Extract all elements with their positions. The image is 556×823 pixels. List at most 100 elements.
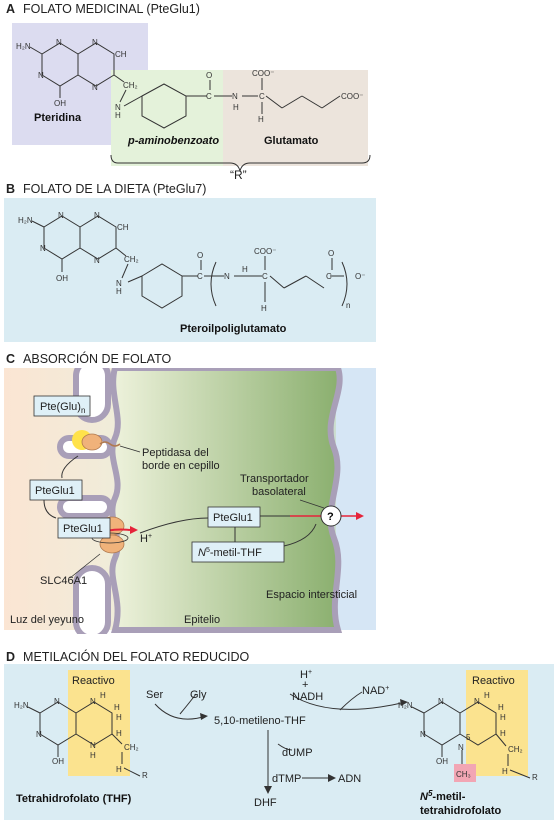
carbonyl-o-label: O: [328, 249, 334, 258]
nh-h-label: H: [502, 767, 508, 776]
nad-label: NAD+: [362, 685, 389, 697]
hplus-label: H+: [300, 669, 312, 681]
ch2-label: CH₂: [124, 743, 139, 752]
ring-h-label: H: [500, 729, 506, 738]
nh-h-label: H: [242, 265, 248, 274]
arrow-head: [264, 786, 272, 794]
ring-h-label: H: [116, 713, 122, 722]
n5-metil-label: N5-metil-: [420, 789, 466, 803]
reactive-region-thf: [68, 670, 130, 776]
n5-atom-label: N: [90, 741, 96, 750]
ring-n-label: N: [94, 256, 100, 265]
reactive-region-n5-methyl: [466, 670, 528, 776]
ring-n-label: N: [40, 244, 46, 253]
alpha-h-label: H: [261, 304, 267, 313]
medicinal-folate-structure: H₂N N N CH N N OH CH₂ Pteridina N H C O …: [12, 23, 371, 172]
ring-h-label: H: [484, 691, 490, 700]
ring-h-label: H: [500, 713, 506, 722]
alpha-h-label: H: [258, 115, 264, 124]
question-mark: ?: [327, 511, 334, 523]
pteglu1-box-membrane: [57, 517, 111, 539]
unknown-transporter-icon: [320, 505, 342, 527]
carboxylate-label: COO⁻: [341, 92, 363, 101]
ring-n-label: N: [58, 211, 64, 220]
arrow-head: [356, 512, 364, 520]
hplus-h: H: [140, 533, 148, 545]
hydroxyl-label: OH: [54, 99, 66, 108]
peptidase-pointer: [119, 445, 141, 453]
r-group-label: R: [532, 773, 538, 782]
section-b-title: B FOLATO DE LA DIETA (PteGlu7): [6, 182, 206, 196]
dietary-folate-structure: H₂N N N CH N N OH CH₂ N H C O N H C COO⁻…: [4, 198, 376, 342]
epithelial-cell: [109, 368, 343, 633]
hydroxyl-label: OH: [56, 274, 68, 283]
position-5-label: 5: [466, 733, 471, 742]
dtmp-label: dTMP: [272, 773, 301, 785]
basolateral-label: basolateral: [252, 486, 306, 498]
r-group-label: “R”: [230, 168, 247, 182]
r-group-brace: [110, 154, 371, 172]
section-d-title: D METILACIÓN DEL FOLATO REDUCIDO: [6, 650, 249, 664]
arrow-head: [130, 526, 138, 534]
glutamato-label: Glutamato: [264, 135, 319, 147]
thf-ring-bonds: [27, 701, 141, 777]
slc-pointer: [69, 553, 101, 579]
carbonyl-o-label: O: [197, 251, 203, 260]
nh-h-label: H: [116, 287, 122, 296]
peptidasa-label-2: borde en cepillo: [142, 460, 220, 472]
pteglu1-box-cytosol: [207, 506, 261, 528]
hplus-sup: +: [308, 669, 312, 676]
ch2-label: CH₂: [124, 255, 139, 264]
carbonyl-o-label: O: [206, 71, 212, 80]
methyl-label: CH₃: [456, 770, 471, 779]
ch2-label: CH₂: [123, 81, 138, 90]
folate-absorption-diagram: ? Pte(Glu)n PteGlu1 PteGlu1 PteGlu1 N5-m…: [4, 368, 376, 634]
nh-label: N: [224, 272, 230, 281]
peptidase-enzyme: [72, 430, 121, 451]
metileno-thf-label: 5,10-metileno-THF: [214, 715, 306, 727]
n5-atom-label: N: [458, 743, 464, 752]
flow-arrows: [43, 455, 317, 547]
amine-label: H₂N: [18, 216, 33, 225]
ring-h-label: H: [116, 729, 122, 738]
slc46a1-label: SLC46A1: [40, 575, 87, 587]
pteroilpoliglutamato-label: Pteroilpoliglutamato: [180, 323, 287, 335]
ring-n-label: N: [474, 697, 480, 706]
thf-name-label: Tetrahidrofolato (THF): [16, 793, 132, 805]
ring-n-label: N: [90, 697, 96, 706]
nh-label: N: [115, 103, 121, 112]
nad-text: NAD: [362, 685, 385, 697]
reactivo-label: Reactivo: [472, 675, 515, 687]
section-letter: D: [6, 650, 16, 664]
ch-label: CH: [115, 50, 127, 59]
gly-label: Gly: [190, 689, 207, 701]
tetrahidrofolato-label: tetrahidrofolato: [420, 805, 502, 817]
ring-h-label: H: [100, 691, 106, 700]
pte-glu-n-text: Pte(Glu): [40, 401, 81, 413]
pte-glu-n-box: [33, 395, 91, 417]
pteridine-ring-bonds: [31, 215, 348, 309]
ring-n-label: N: [56, 38, 62, 47]
transportador-label: Transportador: [240, 473, 309, 485]
n5-sup: 5: [428, 789, 433, 798]
n5-methyl-thf-ring-bonds: [411, 701, 531, 779]
folate-methylation-diagram: Reactivo H₂N N N H H H N N H H OH CH₂ H …: [4, 664, 554, 820]
n5-n: N: [420, 791, 429, 803]
repeat-n-label: n: [346, 301, 350, 310]
paba-text: p-aminobenzoato: [127, 135, 219, 147]
alpha-c-label: C: [259, 92, 265, 101]
n5-sup: 5: [206, 547, 210, 554]
section-letter: B: [6, 182, 16, 196]
nadh-label: NADH: [292, 691, 323, 703]
n5-metil-thf-box: [191, 541, 285, 563]
ring-n-label: N: [54, 697, 60, 706]
plus-label: +: [302, 679, 308, 691]
ch2-label: CH₂: [508, 745, 523, 754]
nh-label: N: [116, 279, 122, 288]
ring-n-label: N: [94, 211, 100, 220]
section-title-text: METILACIÓN DEL FOLATO REDUCIDO: [23, 650, 250, 664]
carbonyl-c-label: C: [206, 92, 212, 101]
pte-glu-n-sub: n: [81, 406, 85, 415]
section-title-text: FOLATO DE LA DIETA (PteGlu7): [23, 182, 207, 196]
glutamate-region: [223, 70, 368, 166]
